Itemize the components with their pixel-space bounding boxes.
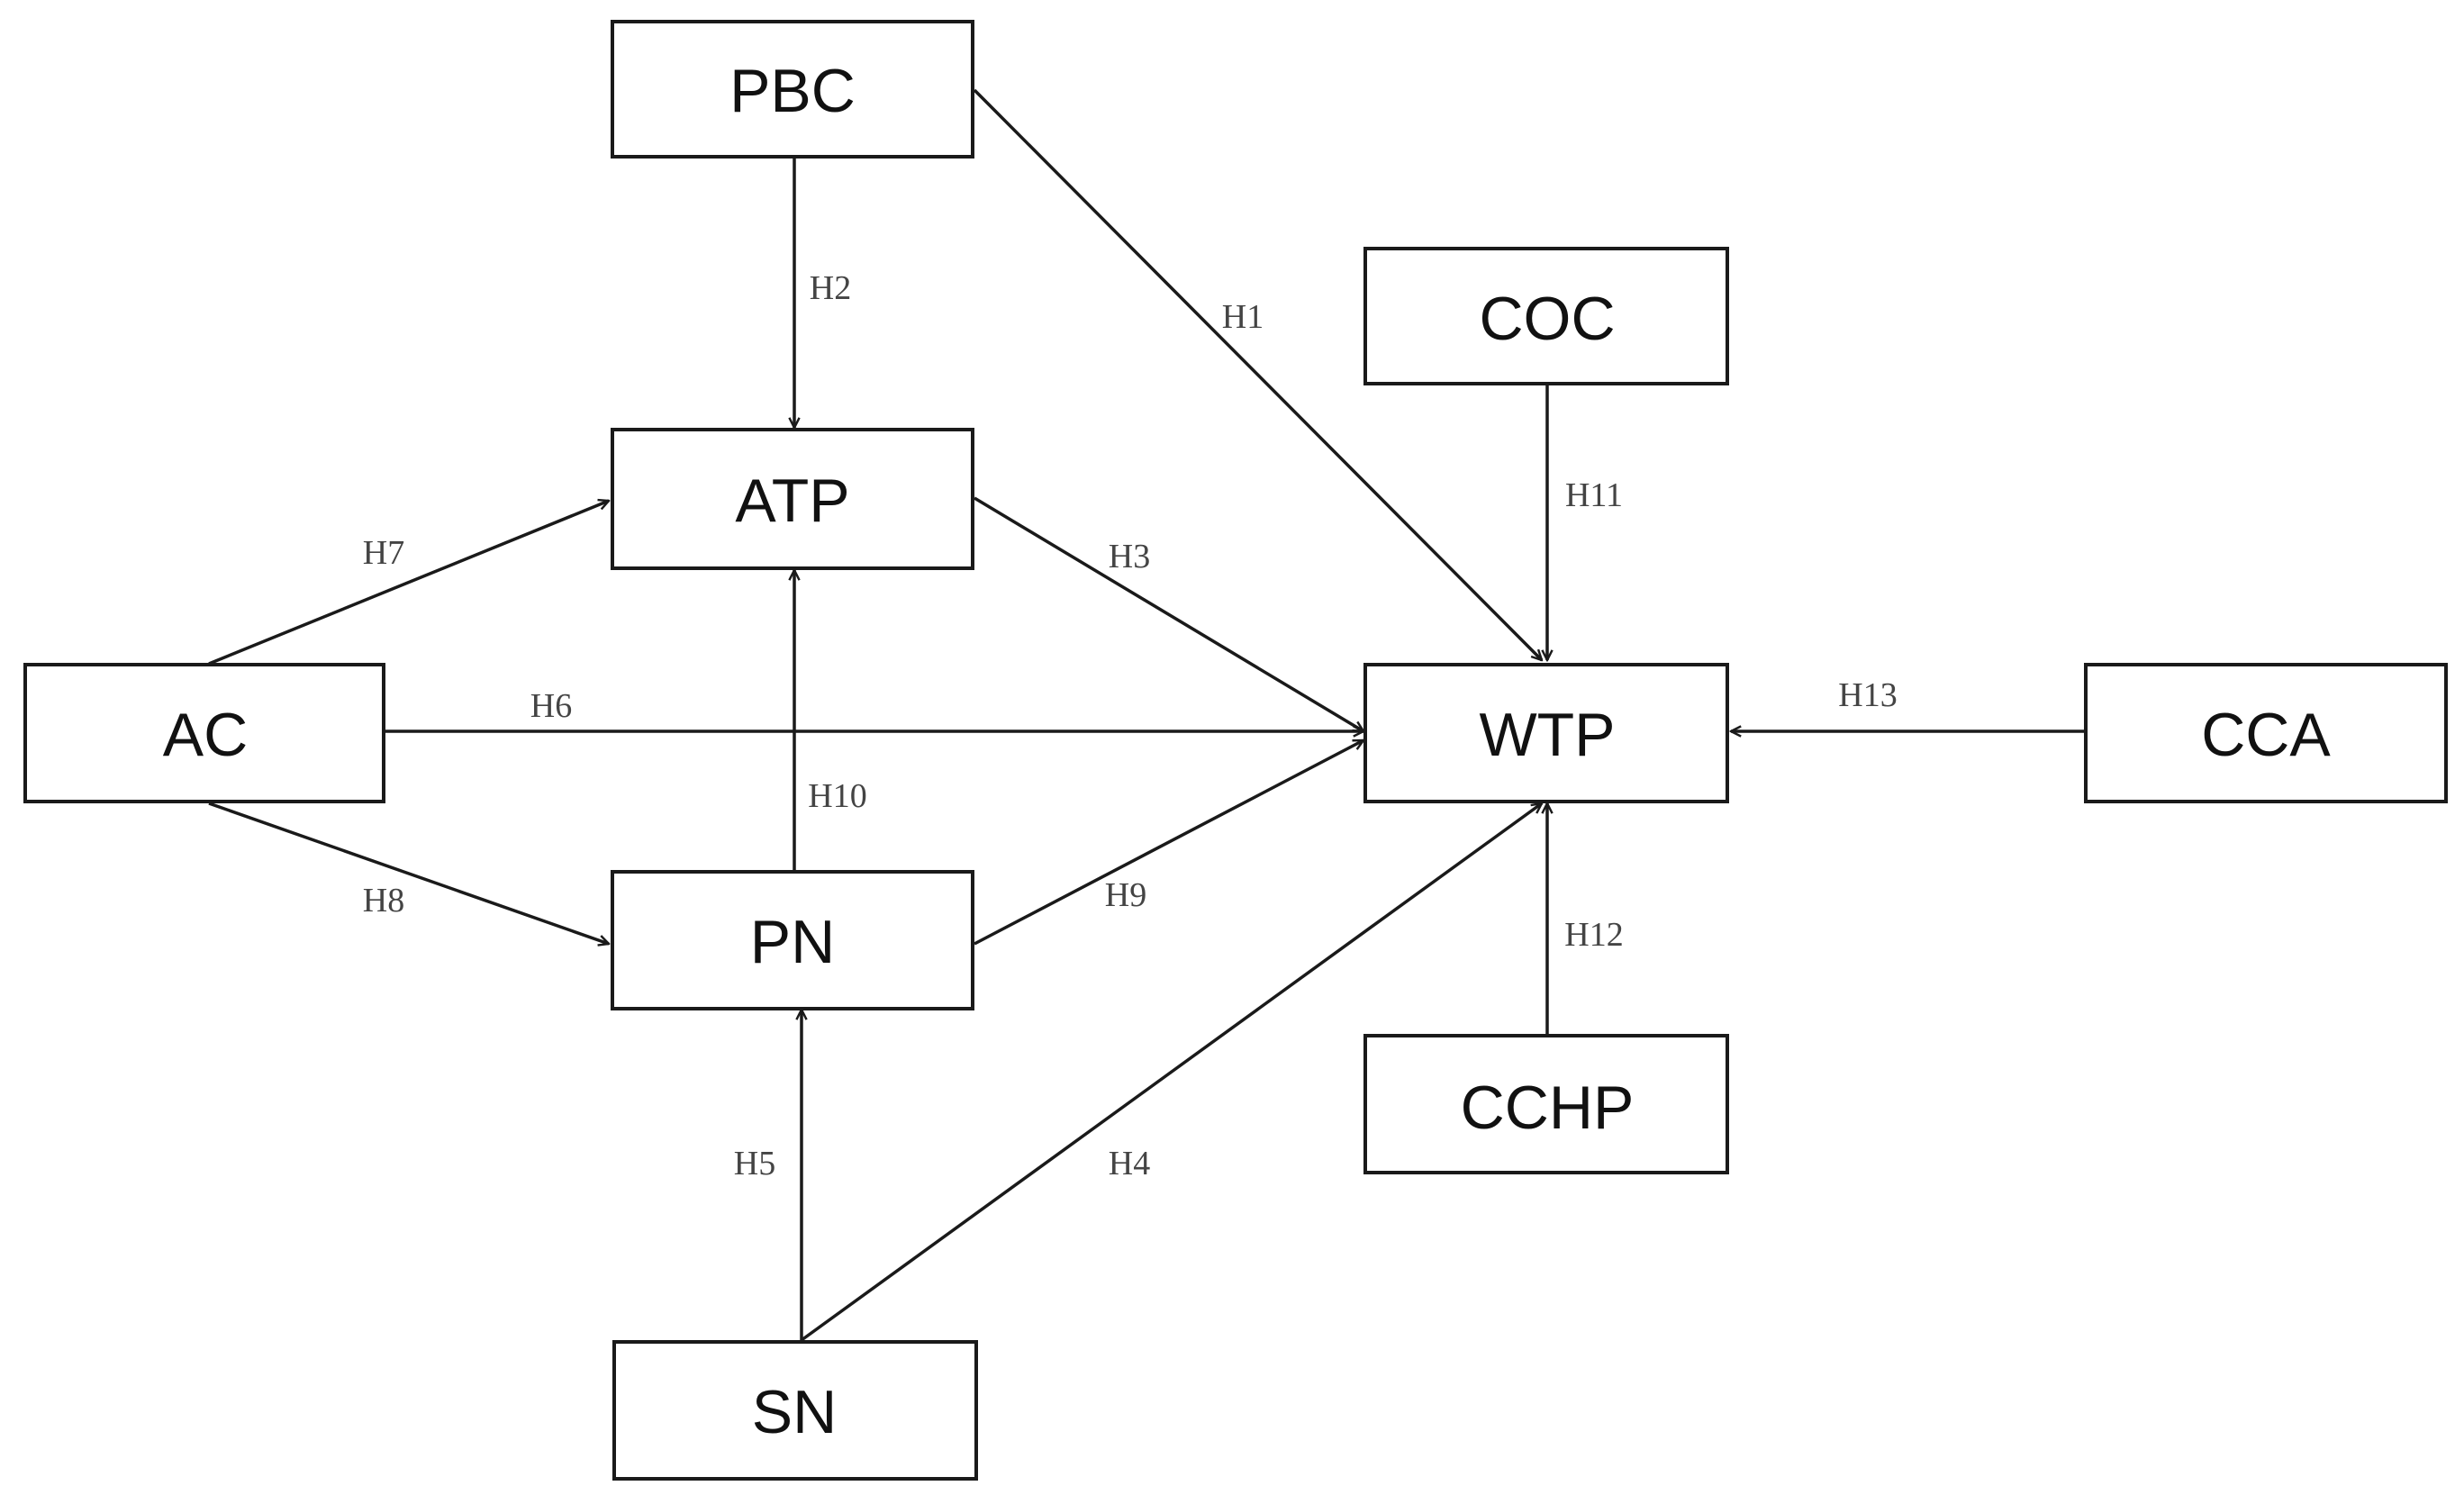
node-cchp-label: CCHP	[1461, 1074, 1635, 1142]
node-coc-label: COC	[1479, 285, 1615, 353]
node-ac-box	[23, 663, 385, 803]
edge-h9-label: H9	[1105, 876, 1146, 914]
edge-h5-label: H5	[734, 1145, 775, 1182]
edge-h3-label: H3	[1109, 538, 1150, 575]
node-cchp-box	[1363, 1034, 1729, 1174]
node-ac-label: AC	[163, 701, 248, 769]
edge-h3-line	[974, 496, 1363, 733]
node-pn: PN	[611, 870, 974, 1010]
node-pbc-label: PBC	[729, 57, 856, 125]
edge-labels: H1 H2 H3 H4 H5 H6 H7 H8 H9 H10 H11 H12 H…	[363, 269, 1898, 1182]
edge-h4-line	[800, 803, 1542, 1342]
edge-h12-label: H12	[1564, 916, 1623, 954]
node-cca-label: CCA	[2201, 701, 2331, 769]
node-pn-label: PN	[750, 908, 835, 976]
node-atp: ATP	[611, 428, 974, 570]
edge-h1-line	[973, 88, 1542, 660]
node-pn-box	[611, 870, 974, 1010]
node-cchp: CCHP	[1363, 1034, 1729, 1174]
node-coc: COC	[1363, 247, 1729, 385]
edge-h13-label: H13	[1838, 676, 1897, 714]
edge-h10-label: H10	[808, 777, 866, 815]
edge-h7-line	[208, 501, 609, 666]
node-coc-box	[1363, 247, 1729, 385]
node-pbc: PBC	[611, 20, 974, 159]
node-sn-label: SN	[752, 1378, 837, 1446]
node-wtp: WTP	[1363, 663, 1729, 803]
node-cca: CCA	[2084, 663, 2448, 803]
node-cca-box	[2084, 663, 2448, 803]
nodes: PBC ATP AC PN SN COC WTP	[23, 20, 2448, 1481]
node-wtp-label: WTP	[1479, 701, 1615, 769]
node-sn: SN	[612, 1340, 978, 1481]
edge-h8-line	[208, 802, 609, 944]
node-wtp-box	[1363, 663, 1729, 803]
edges	[208, 88, 2084, 1342]
node-sn-box	[612, 1340, 978, 1481]
edge-h11-label: H11	[1565, 476, 1623, 514]
edge-h8-label: H8	[363, 882, 404, 920]
edge-h4-label: H4	[1109, 1145, 1150, 1182]
node-atp-box	[611, 428, 974, 570]
node-pbc-box	[611, 20, 974, 159]
edge-h1-label: H1	[1222, 298, 1264, 336]
edge-h7-label: H7	[363, 534, 404, 572]
edge-h2-label: H2	[810, 269, 851, 307]
node-ac: AC	[23, 663, 385, 803]
edge-h6-label: H6	[530, 687, 572, 725]
edge-h9-line	[974, 738, 1363, 946]
node-atp-label: ATP	[735, 467, 849, 535]
